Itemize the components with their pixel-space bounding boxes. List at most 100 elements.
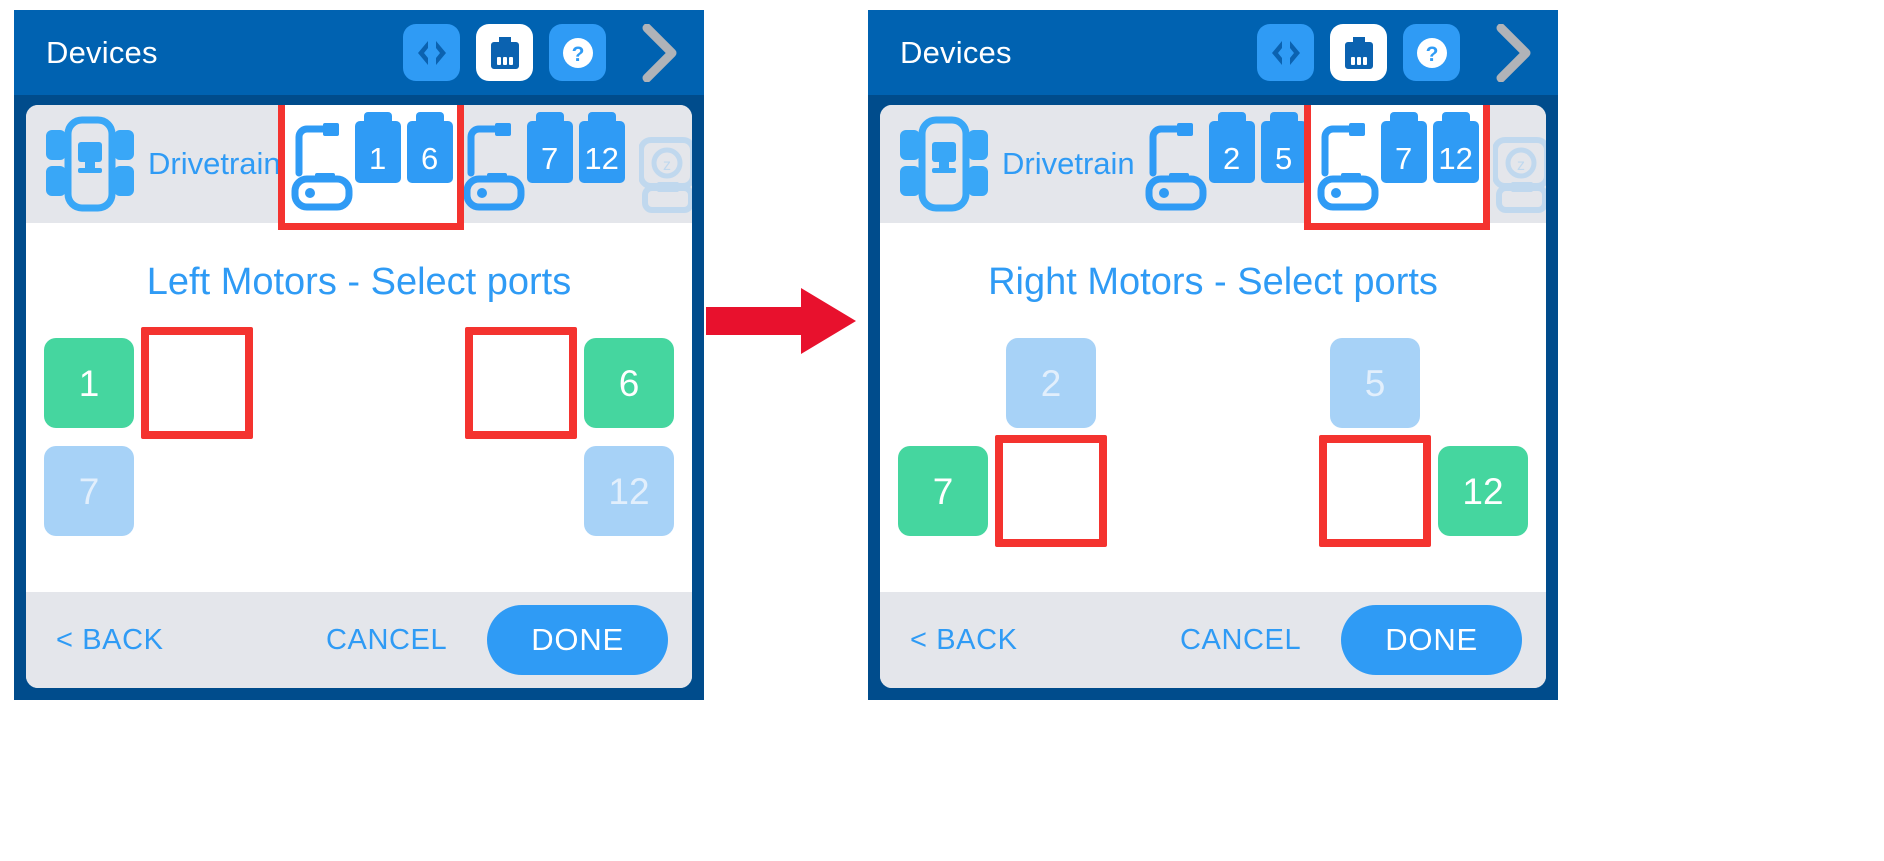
robot-brain-icon-glyph	[900, 116, 988, 212]
port-button-2[interactable]: 2	[1006, 338, 1096, 428]
svg-text:?: ?	[1425, 43, 1438, 66]
robot-brain-icon	[898, 116, 990, 212]
dialog-footer: < BACK CANCEL DONE	[880, 592, 1546, 688]
port-button-7[interactable]: 7	[44, 446, 134, 536]
help-icon-glyph: ?	[1416, 37, 1447, 68]
help-icon[interactable]: ?	[549, 24, 606, 81]
port-button-7[interactable]: 7	[898, 446, 988, 536]
chevron-right-icon[interactable]	[636, 23, 682, 82]
done-button[interactable]: DONE	[1341, 605, 1522, 675]
port-cell: 6	[584, 338, 674, 428]
back-button[interactable]: < BACK	[56, 623, 164, 656]
prompt-text: Right Motors - Select ports	[988, 261, 1438, 303]
port-button-4[interactable]: 4	[1256, 362, 1278, 404]
prompt-text: Left Motors - Select ports	[146, 261, 572, 303]
port-button-1[interactable]: 1	[932, 362, 954, 404]
toolbar-icons: ?	[1257, 23, 1536, 82]
code-icon[interactable]	[403, 24, 460, 81]
port-cell: 2	[141, 327, 253, 439]
port-button-3[interactable]: 3	[294, 362, 316, 404]
add-device-button[interactable]: z	[629, 105, 692, 223]
port-button-3[interactable]: 3	[1148, 362, 1170, 404]
port-cell: 12	[584, 446, 674, 536]
port-cell: 10	[368, 446, 458, 536]
done-button[interactable]: DONE	[487, 605, 668, 675]
port-button-10[interactable]: 10	[1246, 470, 1288, 512]
add-device-icon-glyph: z	[1492, 137, 1546, 213]
port-button-8[interactable]: 8	[186, 470, 208, 512]
port-button-11[interactable]: 11	[1355, 470, 1395, 512]
port-cell: 5	[465, 327, 577, 439]
chevron-right-icon[interactable]	[1490, 23, 1536, 82]
cancel-button[interactable]: CANCEL	[325, 623, 448, 656]
port-cell: 3	[260, 338, 350, 428]
port-button-5[interactable]: 5	[1330, 338, 1420, 428]
port-button-6[interactable]: 6	[584, 338, 674, 428]
port-cell: 4	[1222, 338, 1312, 428]
port-cell: 5	[1330, 338, 1420, 428]
port-button-12[interactable]: 12	[1438, 446, 1528, 536]
robot-brain-icon	[44, 116, 136, 212]
port-cell: 11	[1319, 435, 1431, 547]
brain-icon-glyph	[1344, 36, 1373, 69]
port-button-10[interactable]: 10	[392, 470, 434, 512]
code-icon[interactable]	[1257, 24, 1314, 81]
port-badge: 6	[406, 112, 453, 183]
port-cell: 1	[898, 338, 988, 428]
title-bar: Devices?	[14, 10, 704, 95]
port-button-4[interactable]: 4	[402, 362, 424, 404]
port-cell: 1	[44, 338, 134, 428]
brain-icon-glyph	[490, 36, 519, 69]
port-button-12[interactable]: 12	[584, 446, 674, 536]
port-button-6[interactable]: 6	[1472, 362, 1494, 404]
port-cell: 10	[1222, 446, 1312, 536]
toolbar-icons: ?	[403, 23, 682, 82]
port-button-2[interactable]: 2	[186, 362, 208, 404]
robot-brain-icon-glyph	[46, 116, 134, 212]
port-button-9[interactable]: 9	[294, 470, 316, 512]
add-device-button[interactable]: z	[1483, 105, 1546, 223]
port-cell: 9	[1114, 446, 1204, 536]
cancel-button[interactable]: CANCEL	[1179, 623, 1302, 656]
port-button-5[interactable]: 5	[510, 362, 532, 404]
page-title: Devices	[900, 34, 1012, 70]
brain-icon[interactable]	[1330, 24, 1387, 81]
chevron-right-icon-glyph	[642, 23, 677, 82]
add-device-icon-glyph: z	[638, 137, 692, 213]
port-button-11[interactable]: 11	[501, 470, 541, 512]
port-cell: 11	[476, 446, 566, 536]
brain-icon[interactable]	[476, 24, 533, 81]
help-icon[interactable]: ?	[1403, 24, 1460, 81]
code-icon-glyph	[1271, 40, 1300, 65]
port-cell: 7	[44, 446, 134, 536]
svg-text:z: z	[1517, 157, 1525, 174]
port-cell: 3	[1114, 338, 1204, 428]
port-button-8[interactable]: 8	[1040, 470, 1062, 512]
port-button-1[interactable]: 1	[44, 338, 134, 428]
back-button[interactable]: < BACK	[910, 623, 1018, 656]
port-cell: 7	[898, 446, 988, 536]
port-badge: 5	[1260, 112, 1307, 183]
port-cell: 8	[152, 446, 242, 536]
port-badge: 7	[1380, 112, 1427, 183]
port-button-9[interactable]: 9	[1148, 470, 1170, 512]
motor-icon-glyph	[291, 123, 353, 211]
